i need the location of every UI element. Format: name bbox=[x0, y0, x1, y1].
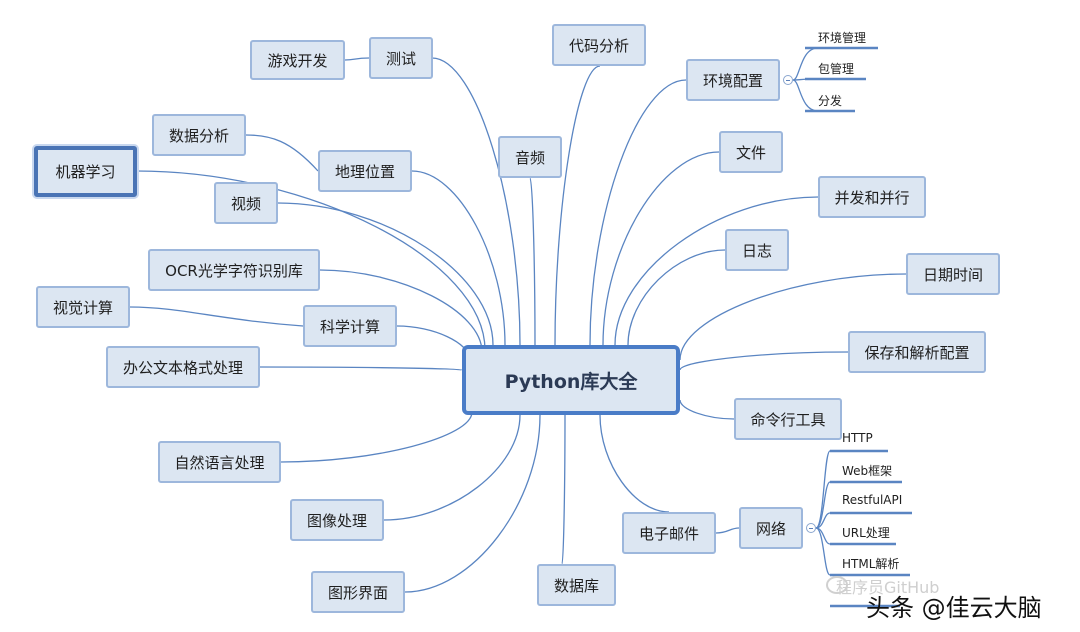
node-game-dev[interactable]: 游戏开发 bbox=[250, 40, 345, 80]
connector-concurrency bbox=[614, 196, 819, 346]
connector-env-mgmt bbox=[792, 47, 819, 81]
node-email[interactable]: 电子邮件 bbox=[622, 512, 716, 554]
connector-testing bbox=[431, 57, 521, 346]
connector-video bbox=[277, 202, 494, 346]
node-nlp[interactable]: 自然语言处理 bbox=[158, 441, 281, 483]
node-audio[interactable]: 音频 bbox=[498, 136, 562, 178]
node-code-analysis[interactable]: 代码分析 bbox=[552, 24, 646, 66]
node-ocr[interactable]: OCR光学字符识别库 bbox=[148, 249, 320, 291]
node-geolocation[interactable]: 地理位置 bbox=[318, 150, 412, 192]
node-network[interactable]: 网络 bbox=[739, 507, 803, 549]
node-video[interactable]: 视频 bbox=[214, 182, 278, 224]
node-env-config[interactable]: 环境配置 bbox=[686, 59, 780, 101]
connector-scientific bbox=[396, 325, 471, 361]
leaf-web-framework[interactable]: Web框架 bbox=[842, 464, 893, 478]
node-testing[interactable]: 测试 bbox=[369, 37, 433, 79]
connector-nlp bbox=[280, 411, 473, 463]
connector-machine-learning bbox=[136, 170, 486, 351]
node-cli-tools[interactable]: 命令行工具 bbox=[734, 398, 842, 440]
node-datetime[interactable]: 日期时间 bbox=[906, 253, 1000, 295]
connector-audio bbox=[529, 177, 536, 346]
connector-image-processing bbox=[383, 414, 521, 521]
connector-ocr bbox=[319, 269, 483, 353]
connector-config-parse bbox=[679, 351, 849, 371]
connector-distribution bbox=[792, 79, 819, 112]
watermark-faint-text: 程序员GitHub bbox=[836, 578, 940, 597]
node-scientific[interactable]: 科学计算 bbox=[303, 305, 397, 347]
node-concurrency[interactable]: 并发和并行 bbox=[818, 176, 926, 218]
connector-geo-data bbox=[245, 134, 319, 172]
node-vision[interactable]: 视觉计算 bbox=[36, 286, 130, 328]
node-logging[interactable]: 日志 bbox=[725, 229, 789, 271]
connector-env-config bbox=[589, 79, 687, 346]
connector-database bbox=[561, 414, 566, 565]
node-file[interactable]: 文件 bbox=[719, 131, 783, 173]
watermark-text: 头条 @佳云大脑 bbox=[866, 594, 1042, 622]
connector-sci-vision bbox=[129, 306, 304, 327]
connector-office bbox=[259, 366, 463, 371]
connector-logging bbox=[627, 249, 726, 346]
leaf-distribution[interactable]: 分发 bbox=[818, 94, 843, 108]
connector-gui bbox=[404, 414, 541, 593]
central-topic[interactable]: Python库大全 bbox=[462, 345, 680, 415]
leaf-package-management[interactable]: 包管理 bbox=[818, 62, 855, 76]
connector-cli-tools bbox=[679, 399, 735, 420]
connector-email bbox=[599, 414, 670, 513]
connector-html-parsing bbox=[815, 527, 831, 576]
connector-code-analysis bbox=[554, 65, 601, 346]
node-database[interactable]: 数据库 bbox=[537, 564, 616, 606]
connector-datetime bbox=[679, 273, 907, 361]
connector-restful-api bbox=[815, 512, 831, 529]
collapse-toggle-env[interactable] bbox=[783, 75, 793, 85]
leaf-http[interactable]: HTTP bbox=[842, 431, 873, 445]
node-image-processing[interactable]: 图像处理 bbox=[290, 499, 384, 541]
connector-testing-game bbox=[344, 57, 370, 61]
node-machine-learning[interactable]: 机器学习 bbox=[34, 146, 137, 197]
connector-file bbox=[602, 151, 720, 346]
watermark-logo-icon bbox=[826, 576, 848, 594]
node-data-analysis[interactable]: 数据分析 bbox=[152, 114, 246, 156]
collapse-toggle-network[interactable] bbox=[806, 523, 816, 533]
connector-email-network bbox=[715, 527, 740, 534]
leaf-html-parsing[interactable]: HTML解析 bbox=[842, 557, 900, 571]
connector-http bbox=[815, 450, 831, 529]
connector-web-framework bbox=[815, 481, 831, 529]
connector-geolocation bbox=[411, 170, 506, 346]
leaf-restful-api[interactable]: RestfulAPI bbox=[842, 493, 903, 507]
leaf-url-processing[interactable]: URL处理 bbox=[842, 526, 890, 540]
node-config-parse[interactable]: 保存和解析配置 bbox=[848, 331, 986, 373]
leaf-env-management[interactable]: 环境管理 bbox=[818, 31, 867, 45]
node-gui[interactable]: 图形界面 bbox=[311, 571, 405, 613]
node-office[interactable]: 办公文本格式处理 bbox=[106, 346, 260, 388]
